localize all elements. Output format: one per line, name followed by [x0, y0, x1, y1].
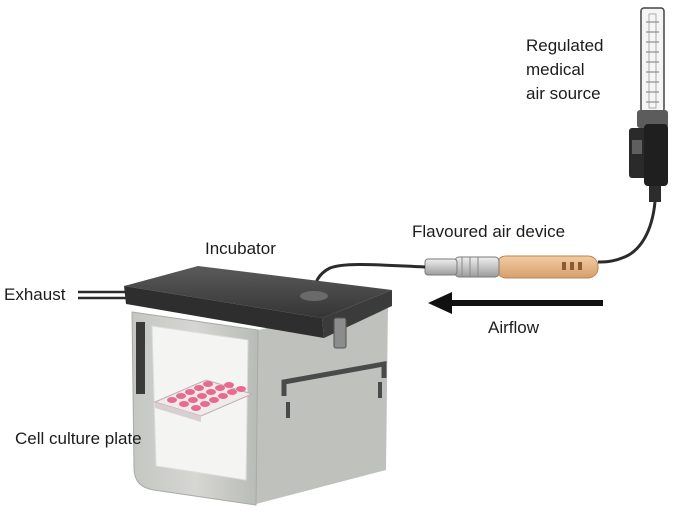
air-source-label-line-1: Regulated [526, 36, 604, 55]
flavoured-air-device-icon [424, 255, 599, 279]
exhaust-tube [78, 290, 132, 300]
cell-culture-plate-icon [153, 379, 254, 422]
supply-tube [597, 201, 657, 264]
incubator-icon [124, 266, 392, 506]
air-source-label-line-3: air source [526, 84, 601, 103]
air-source-label: Regulated medical air source [526, 34, 604, 106]
incubator-label: Incubator [205, 239, 276, 258]
airflow-label: Airflow [488, 318, 540, 337]
device-label: Flavoured air device [412, 222, 566, 241]
air-source-label-line-2: medical [526, 60, 585, 79]
air-regulator-icon [629, 7, 668, 202]
cell-culture-plate-label: Cell culture plate [15, 429, 142, 448]
exhaust-label: Exhaust [4, 285, 66, 304]
airflow-arrow-icon [428, 292, 603, 314]
